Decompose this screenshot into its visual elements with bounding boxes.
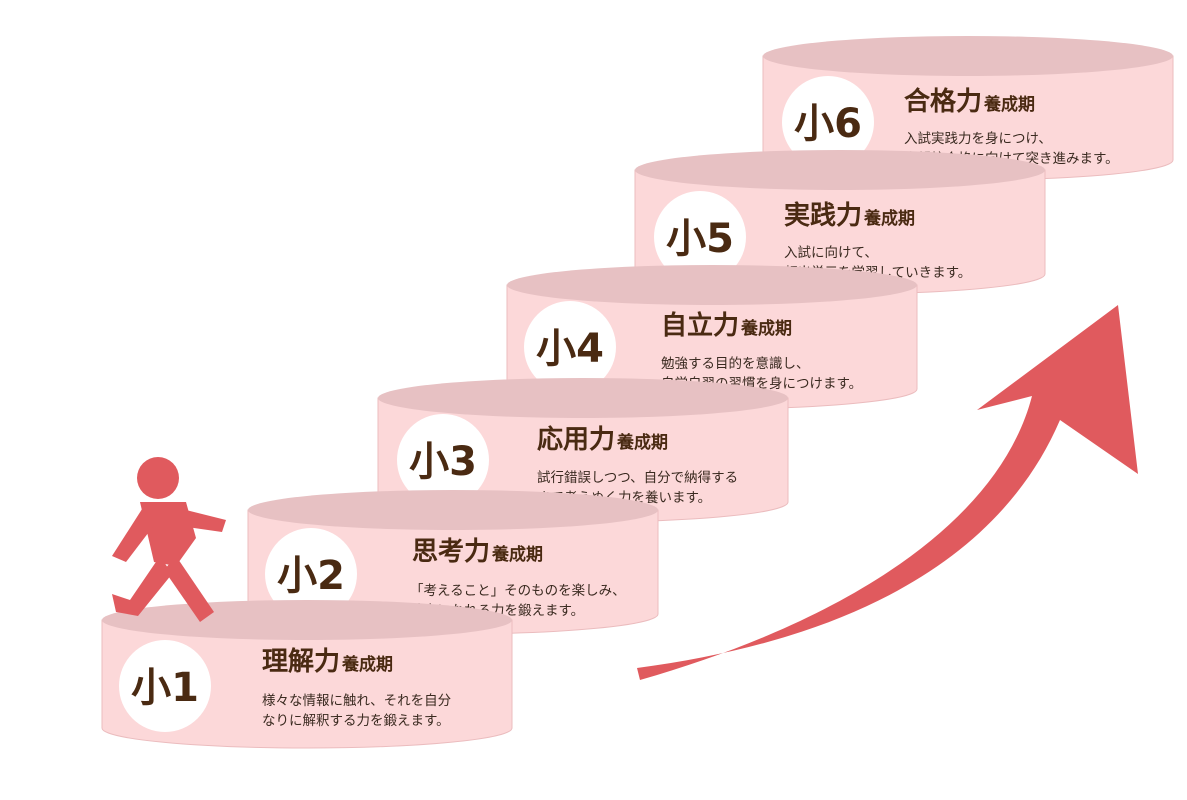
step-title-main: 思考力 xyxy=(412,537,490,567)
grade-label: 小3 xyxy=(409,439,477,485)
grade-badge xyxy=(524,301,616,393)
step-description-line1: 入試実践力を身につけ、 xyxy=(904,131,1052,147)
grade-label: 小1 xyxy=(131,665,199,711)
grade-label: 小4 xyxy=(536,326,604,372)
step-top xyxy=(102,600,512,640)
step-top xyxy=(378,378,788,418)
step-title: 合格力養成期 xyxy=(904,86,1035,117)
step-title-main: 実践力 xyxy=(784,200,862,231)
grade-badge xyxy=(782,76,874,168)
step-top xyxy=(763,36,1173,76)
step-top xyxy=(635,150,1045,190)
grade-label: 小5 xyxy=(666,216,734,262)
step-title-main: 自立力 xyxy=(661,310,739,341)
step-description-line2: なりに解釈する力を鍛えます。 xyxy=(262,713,450,729)
step-description-line1: 試行錯誤しつつ、自分で納得する xyxy=(537,469,738,486)
step-side xyxy=(101,619,513,749)
step-title-suffix: 養成期 xyxy=(863,208,915,229)
stair-step-1: 小1 理解力養成期様々な情報に触れ、それを自分なりに解釈する力を鍛えます。 xyxy=(101,600,513,749)
running-person-icon xyxy=(112,457,226,622)
step-title-suffix: 養成期 xyxy=(616,432,668,453)
step-title-main: 応用力 xyxy=(537,424,615,455)
step-title-main: 合格力 xyxy=(904,86,982,117)
step-title-main: 理解力 xyxy=(262,647,340,677)
step-title: 自立力養成期 xyxy=(661,310,792,341)
step-title-suffix: 養成期 xyxy=(341,654,393,675)
step-title: 思考力養成期 xyxy=(412,537,543,567)
step-title: 応用力養成期 xyxy=(537,424,668,455)
grade-badge xyxy=(119,640,211,732)
step-description-line1: 「考えること」そのものを楽しみ、 xyxy=(410,583,626,599)
rising-arrow-icon xyxy=(637,305,1138,680)
step-top xyxy=(507,265,917,305)
grade-label: 小2 xyxy=(277,553,345,599)
stair-step-2: 小2思考力養成期「考えること」そのものを楽しみ、夢中になれる力を鍛えます。 xyxy=(247,490,659,635)
grade-badge xyxy=(397,414,489,506)
step-title-suffix: 養成期 xyxy=(491,544,543,565)
grade-badge xyxy=(265,528,357,620)
step-description-line1: 勉強する目的を意識し、 xyxy=(661,355,810,372)
step-title: 理解力養成期 xyxy=(262,647,393,677)
grade-label: 小6 xyxy=(794,101,862,147)
step-title: 実践力養成期 xyxy=(784,200,915,231)
step-title-suffix: 養成期 xyxy=(740,318,792,339)
step-top xyxy=(248,490,658,530)
step-title-suffix: 養成期 xyxy=(983,94,1035,115)
grade-badge xyxy=(654,191,746,283)
step-description-line1: 入試に向けて、 xyxy=(784,245,878,261)
step-description-line1: 様々な情報に触れ、それを自分 xyxy=(262,693,451,709)
